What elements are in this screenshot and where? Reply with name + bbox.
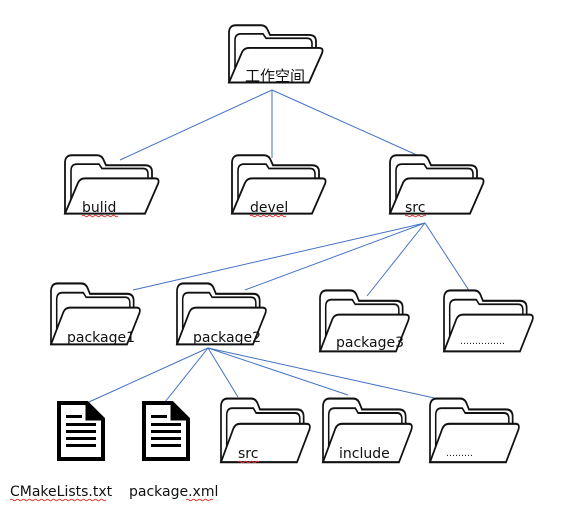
folder-icon <box>49 282 141 346</box>
folder-icon <box>442 289 534 353</box>
folder-icon <box>321 397 413 464</box>
file-package-xml[interactable]: package.xml <box>129 401 218 502</box>
folder-package3[interactable]: package3 <box>318 289 410 353</box>
folder-icon <box>428 397 520 464</box>
edge-package2-pkg_more <box>207 347 467 406</box>
file-icon <box>142 401 190 461</box>
file-label: CMakeLists.txt <box>10 484 113 500</box>
folder-icon <box>63 154 160 215</box>
folder-label: …………… <box>460 337 505 347</box>
folder-icon <box>227 24 324 84</box>
spellcheck-underline <box>404 214 427 218</box>
folder-label: ……… <box>446 449 473 459</box>
folder-devel[interactable]: devel <box>230 154 327 218</box>
folder-icon <box>388 154 485 215</box>
edge-package2-pkg_src <box>207 347 239 398</box>
folder-label: src <box>238 446 258 462</box>
folder-package1[interactable]: package1 <box>49 282 141 346</box>
folder-label: devel <box>250 200 288 216</box>
folder-pkg-src[interactable]: src <box>219 397 311 464</box>
file-icon <box>57 401 105 461</box>
folder-label: include <box>339 446 390 462</box>
edge-root-src <box>271 89 429 161</box>
folder-icon <box>230 154 327 215</box>
edges <box>88 89 471 406</box>
spellcheck-underline <box>81 214 119 218</box>
folder-label: 工作空间 <box>245 67 305 85</box>
edge-root-build <box>119 89 273 161</box>
edge-package2-pkg_include <box>207 347 349 396</box>
folder-icon <box>219 397 311 464</box>
folder-pkg-more[interactable]: ……… <box>428 397 520 464</box>
folder-build[interactable]: bulid <box>63 154 160 218</box>
folder-pkg-include[interactable]: include <box>321 397 413 464</box>
edge-package2-cmakelists <box>88 347 209 403</box>
edge-src-package1 <box>132 222 426 291</box>
folder-label: package2 <box>193 330 261 346</box>
folder-icon <box>175 282 267 346</box>
file-cmakelists[interactable]: CMakeLists.txt <box>9 401 113 502</box>
folder-label: bulid <box>82 200 116 216</box>
spellcheck-underline <box>185 498 214 502</box>
folder-label: package3 <box>336 335 404 351</box>
spellcheck-underline <box>249 214 287 218</box>
folder-src[interactable]: src <box>388 154 485 218</box>
edge-src-package2 <box>244 222 426 291</box>
edge-src-package3 <box>366 222 426 297</box>
folder-package2[interactable]: package2 <box>175 282 267 346</box>
folder-label: src <box>405 200 425 216</box>
folder-more-packages[interactable]: …………… <box>442 289 534 353</box>
folder-label: package1 <box>67 330 135 346</box>
edge-src-more_packages <box>424 222 471 293</box>
spellcheck-underline <box>237 460 260 464</box>
folder-icon <box>318 289 410 353</box>
spellcheck-underline <box>9 498 107 502</box>
file-label: package.xml <box>129 484 218 500</box>
edge-package2-package_xml <box>164 347 209 403</box>
folder-root[interactable]: 工作空间 <box>227 24 324 85</box>
